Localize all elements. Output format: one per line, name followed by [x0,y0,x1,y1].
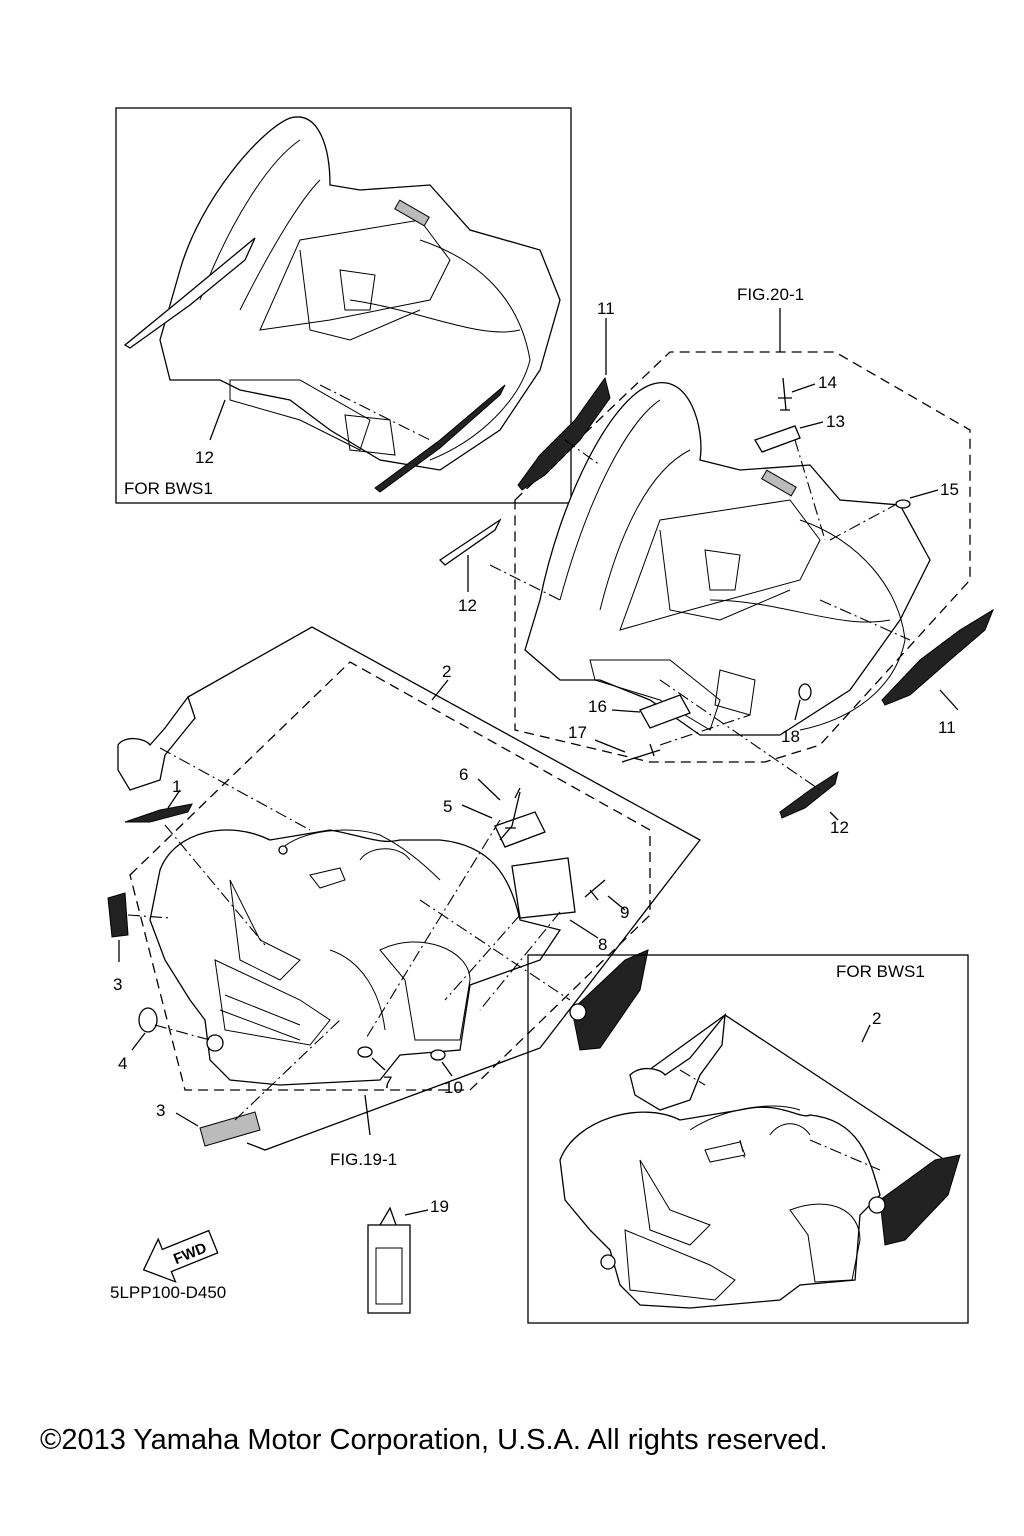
callout-12: 12 [195,448,214,467]
callout-12b: 12 [458,596,477,615]
callout-10: 10 [444,1078,463,1097]
callout-17: 17 [568,723,587,742]
part-code: 5LPP100-D450 [110,1283,226,1302]
inset-top-label: FOR BWS1 [124,479,213,498]
callout-14: 14 [818,373,837,392]
callout-4: 4 [118,1054,127,1073]
callout-8: 8 [598,935,607,954]
callout-15: 15 [940,480,959,499]
callout-11b: 11 [938,718,956,737]
inset-rear-fender-bws1: 12 FOR BWS1 [115,107,572,504]
callout-19: 19 [430,1197,449,1216]
callout-2a: 2 [442,662,451,681]
callout-11a: 11 [597,299,615,318]
callout-9: 9 [620,903,629,922]
tag-19: 19 [367,1197,449,1314]
fig-20-1-label: FIG.20-1 [737,285,804,304]
callout-3a: 3 [113,975,122,994]
rear-fender-assembly: FIG.20-1 11 14 13 15 [438,285,995,837]
fig-19-1-label: FIG.19-1 [330,1150,397,1169]
callout-2b: 2 [872,1009,881,1028]
copyright-text: ©2013 Yamaha Motor Corporation, U.S.A. A… [40,1424,828,1456]
fwd-arrow-icon: FWD [142,1229,219,1283]
callout-7: 7 [383,1073,392,1092]
callout-12c: 12 [830,818,849,837]
callout-18: 18 [781,727,800,746]
callout-13: 13 [826,412,845,431]
callout-5: 5 [443,797,452,816]
callout-1: 1 [172,777,181,796]
callout-3b: 3 [156,1101,165,1120]
callout-6: 6 [459,765,468,784]
inset-bottom-label: FOR BWS1 [836,962,925,981]
inset-front-fender-bws1: FOR BWS1 2 [527,954,969,1324]
callout-16: 16 [588,697,607,716]
front-fender-assembly: FIG.19-1 2 1 3 4 [107,626,701,1169]
